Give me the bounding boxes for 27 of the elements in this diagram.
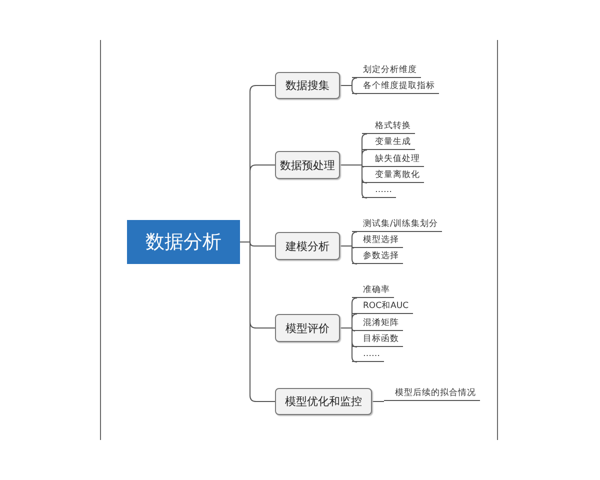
- connector-line: [372, 401, 384, 402]
- subtopic-label: 缺失值处理: [362, 153, 424, 167]
- subtopic-label: 目标函数: [352, 333, 403, 347]
- subtopic-label: ……: [352, 348, 384, 362]
- root-box: 数据分析: [127, 220, 240, 264]
- subtopic-label: 测试集/训练集划分: [352, 218, 442, 232]
- topic-box: 建模分析: [275, 232, 340, 260]
- subtopic-label: 模型选择: [352, 234, 403, 248]
- topic-box: 数据预处理: [275, 151, 340, 179]
- topic-box: 数据搜集: [275, 72, 340, 99]
- subtopic-label: 变量生成: [362, 136, 415, 150]
- subtopic-label: 划定分析维度: [352, 64, 421, 78]
- subtopic-label: 准确率: [352, 284, 394, 298]
- subtopic-label: 混淆矩阵: [352, 317, 403, 331]
- topic-box: 模型优化和监控: [275, 388, 372, 415]
- connector-line: [340, 246, 358, 264]
- subtopic-label: 模型后续的拟合情况: [384, 387, 480, 401]
- topic-box: 模型评价: [275, 314, 340, 342]
- subtopic-label: 格式转换: [362, 120, 415, 134]
- subtopic-label: 参数选择: [352, 250, 403, 264]
- connector-line: [340, 328, 358, 362]
- connector-line: [340, 85, 358, 94]
- connector-line: [240, 242, 276, 402]
- subtopic-label: ……: [362, 184, 396, 198]
- subtopic-label: 变量离散化: [362, 169, 424, 183]
- subtopic-label: 各个维度提取指标: [352, 80, 439, 94]
- subtopic-label: ROC和AUC: [352, 300, 413, 314]
